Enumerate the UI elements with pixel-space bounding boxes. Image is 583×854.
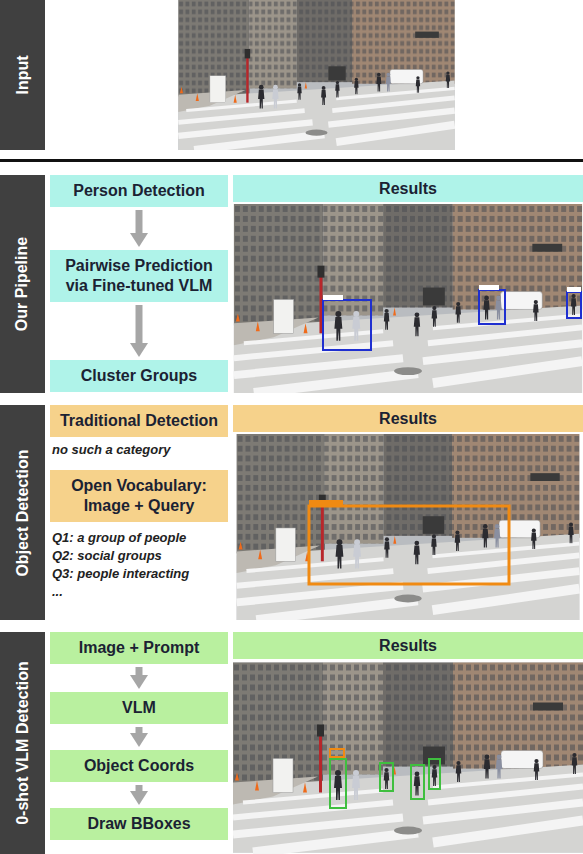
box-text: 0-shot VLM Detection bbox=[13, 661, 33, 825]
group-bbox bbox=[323, 290, 581, 350]
process-box: VLM bbox=[50, 692, 228, 724]
pipeline-result-photo bbox=[234, 204, 582, 393]
box-text: Object Coords bbox=[84, 756, 194, 776]
process-box: Cluster Groups bbox=[50, 360, 228, 392]
vlm-result-photo bbox=[233, 663, 583, 853]
process-box: Draw BBoxes bbox=[50, 808, 228, 840]
box-text: Traditional Detection bbox=[60, 411, 218, 431]
process-box: Pairwise Prediction via Fine-tuned VLM bbox=[50, 250, 228, 302]
box-text: Results bbox=[379, 409, 437, 429]
flow-arrow bbox=[136, 667, 143, 675]
person-bbox bbox=[330, 759, 440, 808]
box-text: Object Detection bbox=[13, 449, 33, 576]
input-photo bbox=[178, 0, 454, 150]
person-bbox bbox=[330, 749, 344, 757]
process-box: Person Detection bbox=[50, 175, 228, 207]
note-text: ... bbox=[52, 584, 63, 600]
box-text: Input bbox=[13, 55, 33, 94]
group-bbox bbox=[309, 506, 509, 584]
box-text: Results bbox=[379, 636, 437, 656]
note-text: Q2: social groups bbox=[52, 548, 162, 564]
box-text: Our Pipeline bbox=[13, 237, 33, 331]
section-label: Object Detection bbox=[0, 405, 45, 620]
results-header: Results bbox=[233, 405, 583, 432]
box-text: Draw BBoxes bbox=[87, 814, 190, 834]
flow-arrow bbox=[136, 727, 143, 733]
process-box: Object Coords bbox=[50, 750, 228, 782]
box-text: Image + Prompt bbox=[79, 638, 199, 658]
box-text: VLM bbox=[122, 698, 156, 718]
box-text: Cluster Groups bbox=[81, 366, 197, 386]
box-text: Open Vocabulary: Image + Query bbox=[58, 476, 220, 516]
flow-arrow bbox=[136, 785, 143, 791]
note-text: no such a category bbox=[52, 442, 170, 458]
process-box: Traditional Detection bbox=[50, 405, 228, 437]
results-header: Results bbox=[233, 175, 583, 202]
section-label: Input bbox=[0, 0, 45, 150]
divider-rule bbox=[0, 159, 583, 162]
box-text: Pairwise Prediction via Fine-tuned VLM bbox=[58, 256, 220, 296]
section-label: 0-shot VLM Detection bbox=[0, 632, 45, 854]
note-text: Q3: people interacting bbox=[52, 566, 189, 582]
box-text: Results bbox=[379, 179, 437, 199]
box-text: Person Detection bbox=[73, 181, 205, 201]
bbox-tab bbox=[309, 500, 343, 506]
section-label: Our Pipeline bbox=[0, 175, 45, 393]
note-text: Q1: a group of people bbox=[52, 530, 186, 546]
flow-arrow bbox=[136, 210, 143, 233]
bbox-tab bbox=[323, 285, 581, 300]
results-header: Results bbox=[233, 632, 583, 659]
process-box: Open Vocabulary: Image + Query bbox=[50, 470, 228, 522]
object-detection-result-photo bbox=[237, 434, 580, 620]
flow-arrow bbox=[136, 305, 143, 343]
process-box: Image + Prompt bbox=[50, 632, 228, 664]
